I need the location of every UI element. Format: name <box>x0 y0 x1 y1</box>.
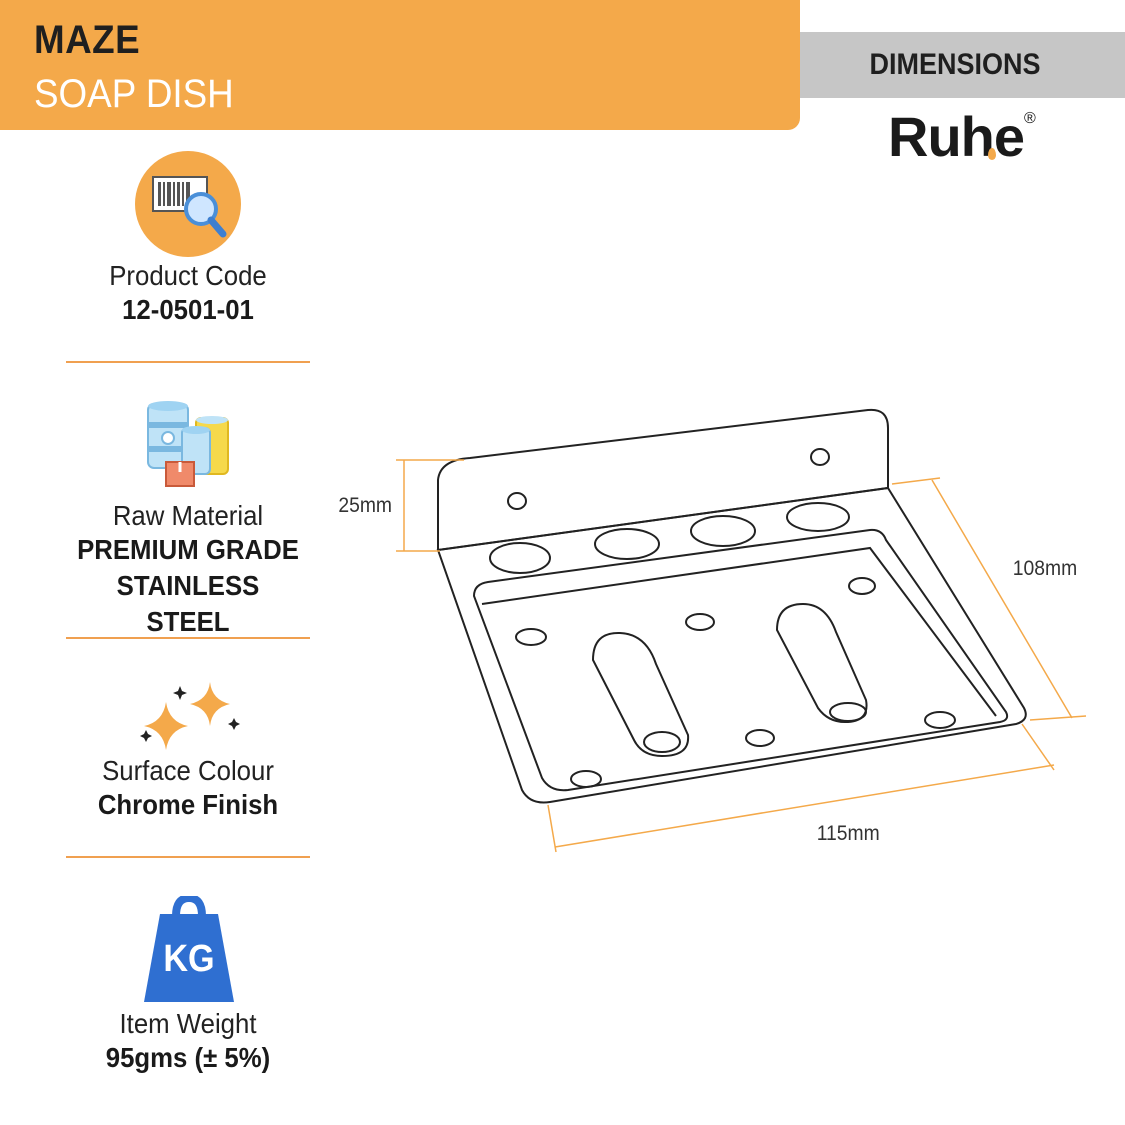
brand-logo: Ruhe® <box>888 104 1036 169</box>
weight-kg-icon: KG <box>142 896 236 1004</box>
drain-slot <box>591 631 690 758</box>
barcode-search-icon <box>135 151 241 257</box>
tray-inner <box>472 528 1009 792</box>
material-barrels-icon <box>142 398 234 497</box>
item-weight-label: Item Weight <box>119 1008 257 1039</box>
surface-colour-value: Chrome Finish <box>97 789 279 820</box>
surface-colour-label: Surface Colour <box>102 755 274 786</box>
divider <box>66 637 310 639</box>
back-panel <box>437 408 889 552</box>
tray-outer <box>436 486 1027 804</box>
logo-drop-icon <box>988 148 996 160</box>
kg-label: KG <box>163 938 215 980</box>
sparkle-icon <box>134 680 244 755</box>
rim-hole <box>489 542 551 574</box>
dimensions-banner: DIMENSIONS <box>800 32 1125 98</box>
dimensions-label: DIMENSIONS <box>869 48 1041 81</box>
product-code-label: Product Code <box>109 260 267 291</box>
product-title: SOAP DISH <box>34 72 234 116</box>
screw-hole <box>507 492 527 510</box>
rim-hole <box>786 502 850 532</box>
raw-material-label: Raw Material <box>112 500 264 531</box>
screw-hole <box>810 448 830 466</box>
logo-text: Ruhe <box>888 105 1025 168</box>
drain-slot <box>775 602 868 724</box>
divider <box>66 856 310 858</box>
tray-inner-ledge <box>481 546 997 717</box>
width-dimension-label: 115mm <box>816 822 880 845</box>
product-code-value: 12-0501-01 <box>122 294 254 325</box>
title-banner: MAZE SOAP DISH <box>0 0 800 130</box>
brand-title: MAZE <box>34 18 141 62</box>
feature-raw-material: Raw Material PREMIUM GRADE STAINLESS STE… <box>66 500 310 640</box>
item-weight-value: 95gms (± 5%) <box>105 1042 271 1073</box>
feature-product-code: Product Code 12-0501-01 <box>66 260 310 328</box>
raw-material-value-line-2: STAINLESS STEEL <box>116 570 260 637</box>
feature-item-weight: Item Weight 95gms (± 5%) <box>66 1008 310 1076</box>
divider <box>66 361 310 363</box>
feature-surface-colour: Surface Colour Chrome Finish <box>66 755 310 823</box>
rim-hole <box>690 515 756 547</box>
depth-dimension-label: 108mm <box>1012 557 1078 580</box>
height-dimension-label: 25mm <box>338 494 393 517</box>
raw-material-value-line-1: PREMIUM GRADE <box>77 534 299 565</box>
logo-registered-mark: ® <box>1024 110 1036 127</box>
rim-hole <box>594 528 660 560</box>
